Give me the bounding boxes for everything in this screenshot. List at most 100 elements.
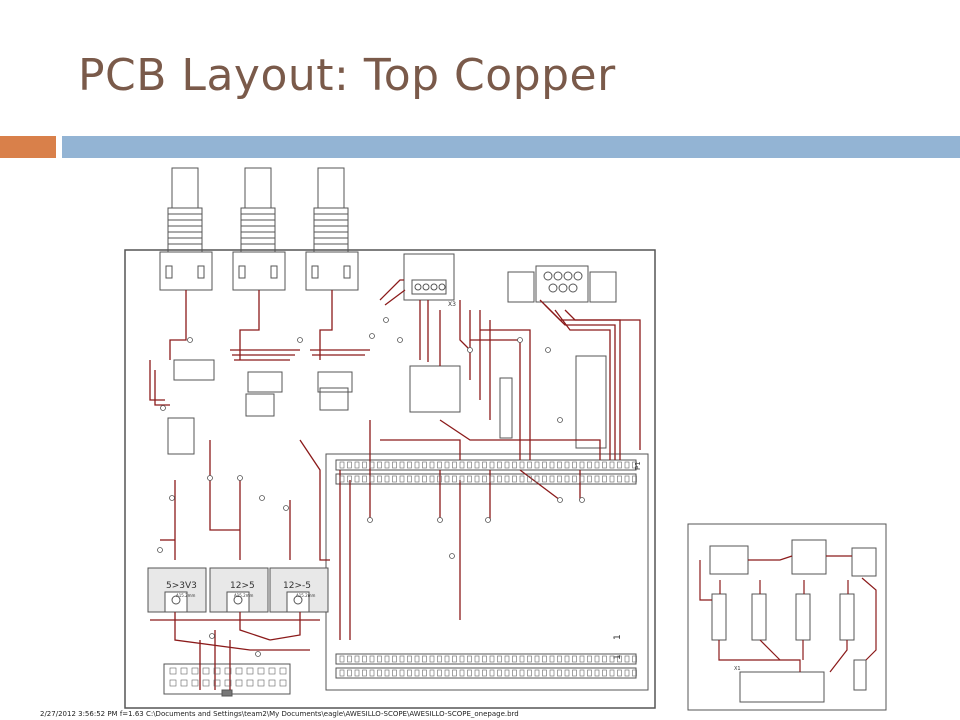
copper-traces: [149, 279, 641, 690]
header-pin: [594, 655, 600, 663]
header-pin: [474, 461, 480, 469]
header-pin: [414, 461, 420, 469]
header-pin: [594, 461, 600, 469]
regulator-1-label: 5>3V3: [166, 581, 197, 591]
header-pin: [362, 461, 367, 469]
header-pin: [617, 655, 622, 663]
header-pin: [564, 475, 570, 483]
header-pin: [414, 669, 420, 677]
header-pin: [594, 475, 600, 483]
header-pin: [437, 669, 442, 677]
header-pin: [549, 475, 555, 483]
header-pin: [347, 655, 352, 663]
header-pin: [377, 461, 382, 469]
header-pin: [504, 475, 510, 483]
header-pin: [594, 669, 600, 677]
header-pin: [557, 461, 562, 469]
header-pin: [549, 461, 555, 469]
power-header-pin: [191, 679, 199, 687]
header-pin: [467, 461, 472, 469]
header-pin: [534, 461, 540, 469]
header-pin: [624, 461, 630, 469]
lcd-header-area: [325, 453, 649, 691]
power-header-pin: [202, 679, 210, 687]
header-pin: [557, 655, 562, 663]
small-board: [687, 523, 887, 711]
power-header-pin: [279, 679, 287, 687]
header-pin: [354, 475, 360, 483]
header-pin: [429, 475, 435, 483]
bnc-connector-1: [159, 167, 213, 291]
x3-label: X3: [448, 301, 456, 308]
power-header-pin: [246, 667, 254, 675]
header-pin: [452, 669, 457, 677]
header-pin: [362, 475, 367, 483]
header-pin: [459, 461, 465, 469]
header-pin: [414, 655, 420, 663]
header-pin: [444, 669, 450, 677]
header-pin: [602, 669, 607, 677]
header-pin: [369, 655, 375, 663]
regulator-3-sublabel: A15.2mm: [296, 593, 316, 598]
header-pin: [369, 669, 375, 677]
header-pin: [377, 475, 382, 483]
header-pin: [347, 669, 352, 677]
header-pin: [609, 461, 615, 469]
power-header-pin: [169, 679, 177, 687]
header-pin: [422, 669, 427, 677]
header-pin: [542, 669, 547, 677]
header-pin: [392, 655, 397, 663]
header-pin: [407, 655, 412, 663]
header-pin: [467, 655, 472, 663]
power-header-pin: [191, 667, 199, 675]
header-pin: [482, 461, 487, 469]
header-pin: [467, 475, 472, 483]
power-header-pin: [257, 667, 265, 675]
header-pin: [482, 669, 487, 677]
regulator-1-sublabel: A15.2mm: [176, 593, 196, 598]
power-header: [163, 663, 291, 697]
bnc-connector-3: [305, 167, 359, 291]
header-pin: [534, 655, 540, 663]
header-pin: [384, 475, 390, 483]
header-pin: [609, 669, 615, 677]
header-pin: [497, 461, 502, 469]
header-pin: [362, 669, 367, 677]
power-header-pin: [246, 679, 254, 687]
small-board-traces: [699, 555, 877, 673]
header-pin: [602, 461, 607, 469]
header-pin: [617, 669, 622, 677]
header-pin: [392, 475, 397, 483]
header-pin: [354, 669, 360, 677]
power-header-pin: [202, 667, 210, 675]
header-pin: [437, 655, 442, 663]
header-pin: [459, 475, 465, 483]
header-pin: [437, 461, 442, 469]
header-pin: [617, 461, 622, 469]
header-pin: [557, 669, 562, 677]
header-pin: [407, 461, 412, 469]
header-pin: [407, 475, 412, 483]
power-header-pin: [213, 667, 221, 675]
header-pin: [512, 655, 517, 663]
header-pin: [564, 669, 570, 677]
header-pin: [504, 655, 510, 663]
header-pin: [429, 461, 435, 469]
db-connector: [507, 265, 617, 303]
regulator-2-label: 12>5: [230, 581, 255, 591]
header-pin: [609, 655, 615, 663]
header-pin: [542, 461, 547, 469]
header-pin: [624, 655, 630, 663]
power-header-pin: [279, 667, 287, 675]
header-pin: [617, 475, 622, 483]
header-pin: [632, 669, 637, 677]
title-accent-bar-orange: [0, 136, 56, 158]
header-pin: [527, 461, 532, 469]
regulator-2: [209, 567, 269, 613]
header-pin: [609, 475, 615, 483]
header-pin: [497, 475, 502, 483]
header-pin: [399, 655, 405, 663]
header-pin: [452, 475, 457, 483]
header-pin: [579, 655, 585, 663]
